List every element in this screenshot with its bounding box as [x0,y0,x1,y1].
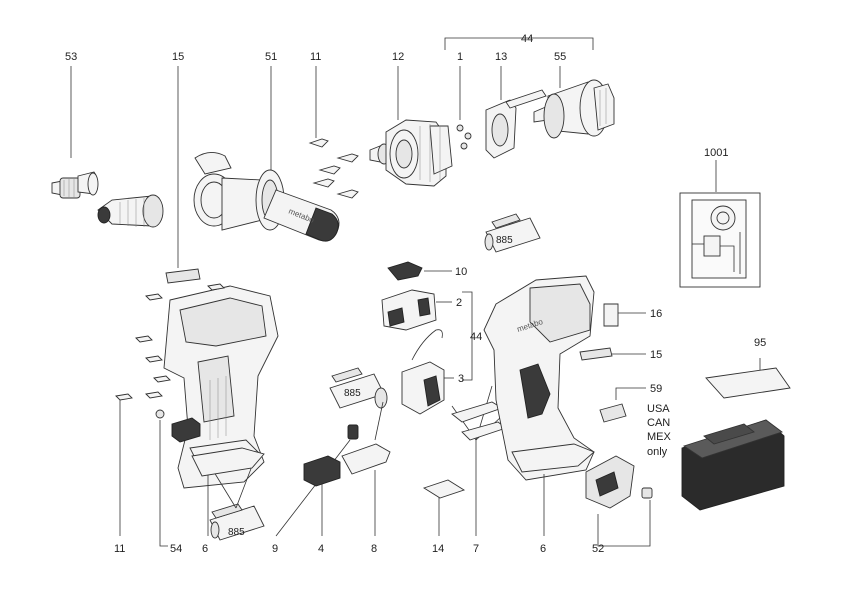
label-7: 7 [473,543,479,555]
label-54: 54 [170,543,182,555]
part-1001-schematic [679,160,761,288]
part-53-chuck [51,66,164,228]
label-only: only [647,446,668,458]
part-55-motor [533,66,615,139]
label-3: 3 [458,373,464,385]
label-885-mid: 885 [496,235,513,246]
label-12: 12 [392,51,404,63]
label-44-top: 44 [521,33,533,45]
label-885-left: 885 [344,388,361,399]
label-16: 16 [650,308,662,320]
label-15-top: 15 [172,51,184,63]
label-15-right: 15 [650,349,662,361]
label-59: 59 [650,383,662,395]
part-8-latch [341,401,391,536]
callout-labels: 53 15 51 11 12 1 44 13 55 1001 10 885 2 … [65,33,766,555]
part-15-label-top [165,66,201,284]
label-1001: 1001 [704,147,728,159]
label-4: 4 [318,543,324,555]
label-mex: MEX [647,431,672,443]
label-55: 55 [554,51,566,63]
part-885-grease-left [329,367,388,409]
part-2-switch [381,289,452,331]
label-13: 13 [495,51,507,63]
part-15-sticker-right [579,347,646,361]
label-8: 8 [371,543,377,555]
label-11-bottom: 11 [114,543,125,555]
part-11-screws-top [308,66,359,199]
part-9-spring [275,424,359,537]
part-59-sticker [599,387,646,423]
part-885-grease-mid [484,213,541,253]
label-11-top: 11 [310,51,321,63]
part-44-bracket-mid [462,291,473,381]
part-44-bracket-top [444,37,594,50]
label-885-bottom: 885 [228,527,245,538]
part-6-foot-left [191,447,265,536]
label-52: 52 [592,543,604,555]
label-95: 95 [754,337,766,349]
part-14-label [422,479,466,536]
part-3-electronics [401,329,454,415]
part-51-side-handle: metabo [193,66,340,242]
part-95-battery [681,358,791,511]
part-11-screws-left [115,283,225,536]
label-14: 14 [432,543,444,555]
part-52-belt-clip [585,455,653,547]
part-4-led-module [303,455,341,536]
label-2: 2 [456,297,462,309]
part-54-bit-holder [155,409,201,547]
label-9: 9 [272,543,278,555]
label-10: 10 [455,266,467,278]
part-10-switch-button [387,261,452,281]
part-13-motor-plate [485,66,547,159]
label-51: 51 [265,51,277,63]
part-1-screws [456,66,472,150]
label-6-right: 6 [540,543,546,555]
label-6-left: 6 [202,543,208,555]
label-53: 53 [65,51,77,63]
part-12-gearbox [369,66,453,187]
label-can: CAN [647,417,670,429]
label-1: 1 [457,51,463,63]
part-16-sticker [603,303,646,327]
label-usa: USA [647,403,670,415]
housing-right-half: metabo [483,275,595,481]
part-885-grease-bottom [209,503,265,541]
label-44-mid: 44 [470,331,482,343]
